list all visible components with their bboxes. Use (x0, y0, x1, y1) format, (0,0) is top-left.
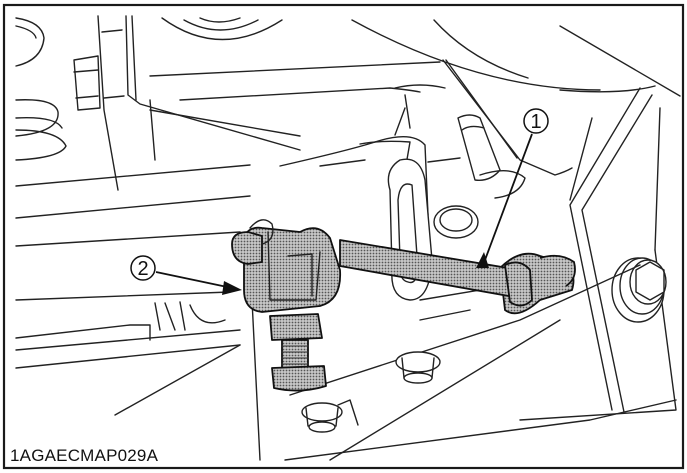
lower-nut-center (395, 351, 441, 384)
background-structure (15, 15, 681, 461)
callout-2: 2 (130, 255, 242, 295)
lower-nut-left (301, 399, 359, 433)
callout-1-number: 1 (530, 111, 541, 133)
callout-2-number: 2 (137, 258, 148, 280)
right-flange-bolt (611, 257, 667, 323)
figure-id-label: 1AGAECMAP029A (10, 446, 159, 465)
figure-frame (2, 3, 685, 470)
callout-1: 1 (476, 108, 549, 269)
clevis-yoke (231, 219, 342, 392)
rod (339, 239, 576, 315)
